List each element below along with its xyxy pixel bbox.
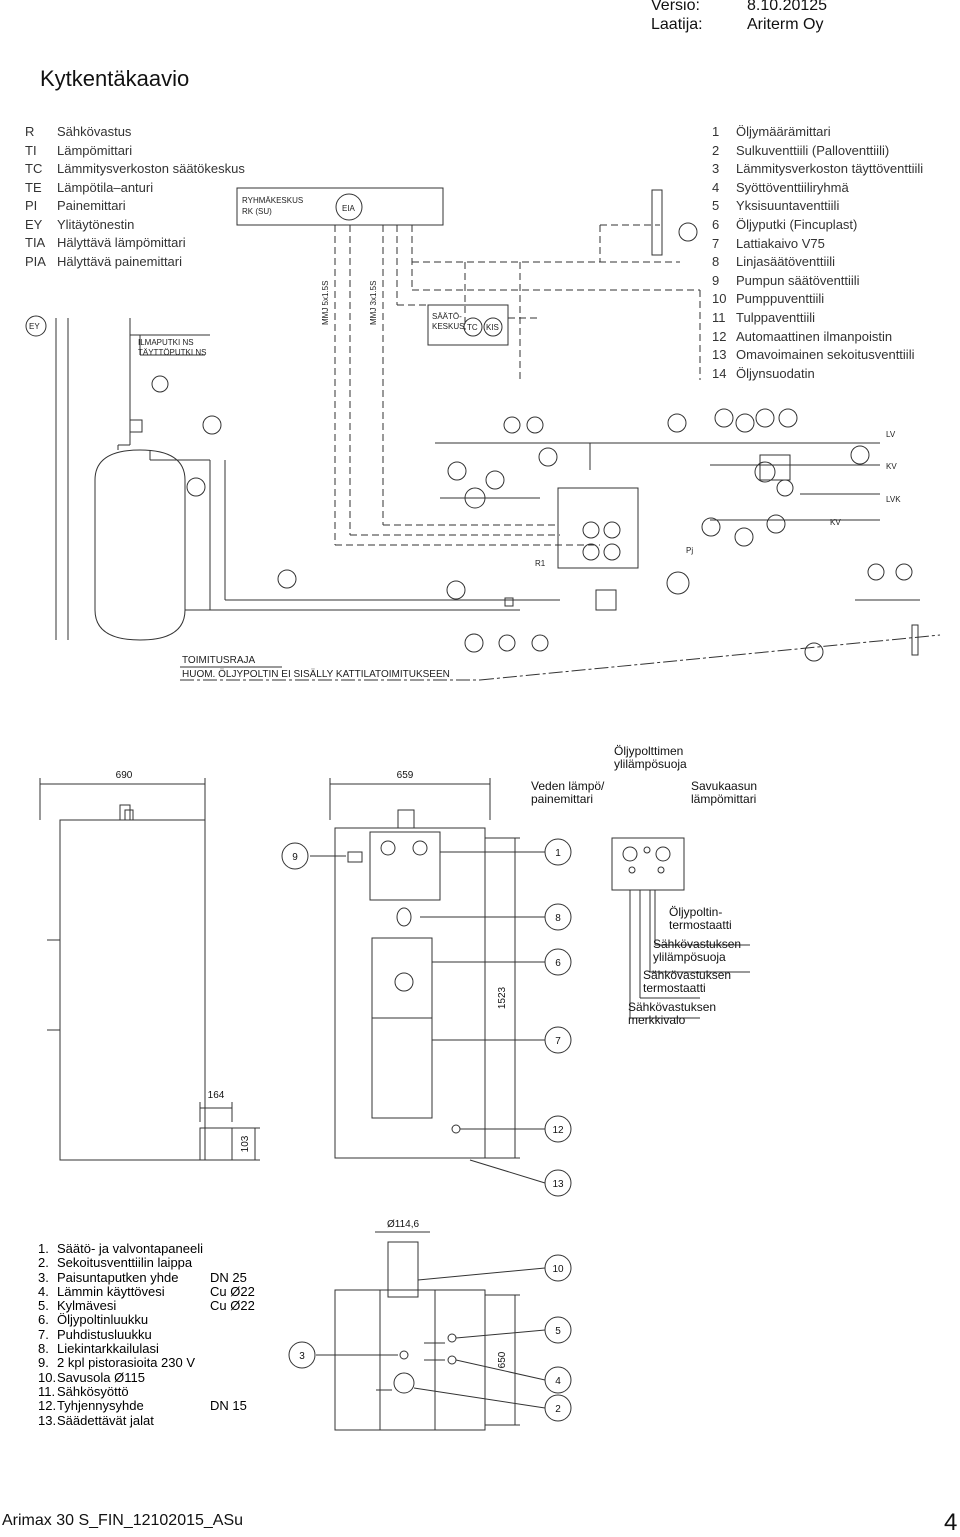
group-center-label: RYHMÄKESKUS <box>242 196 303 205</box>
author-label: Laatija: <box>651 16 703 33</box>
control-center-sublabel: KESKUS <box>432 322 464 331</box>
list-item: 9.2 kpl pistorasioita 230 V <box>38 1355 196 1371</box>
page-number: 4 <box>944 1509 958 1536</box>
kv2-label: KV <box>830 518 841 527</box>
version-label: Versio: <box>651 0 700 14</box>
heater-overheat-callout: Sähkövastuksen ylilämpösuoja <box>653 937 742 964</box>
pj-label: Pj <box>686 546 693 555</box>
control-center-label: SÄÄTÖ- <box>432 312 462 321</box>
kv-label: KV <box>886 462 897 471</box>
list-item: 13.Säädettävät jalat <box>38 1412 154 1428</box>
side-view-drawing: 690 659 164 103 1523 9 1 8 6 7 12 13 <box>39 770 750 1197</box>
dim-114: Ø114,6 <box>387 1219 419 1230</box>
marker-12: 12 <box>552 1125 564 1136</box>
parts-list: 1.Säätö- ja valvontapaneeli 2.Sekoitusve… <box>38 1241 268 1428</box>
dim-690: 690 <box>116 770 133 781</box>
delivery-limit-label: TOIMITUSRAJA <box>182 655 255 666</box>
ey-label: EY <box>29 322 40 331</box>
fill-pipe-label: TÄYTTÖPUTKI NS <box>138 348 206 357</box>
marker-8: 8 <box>555 913 561 924</box>
marker-2: 2 <box>555 1404 561 1415</box>
marker-4: 4 <box>555 1376 561 1387</box>
marker-5: 5 <box>555 1326 561 1337</box>
heater-indicator-callout: Sähkövastuksen merkkivalo <box>628 1000 717 1027</box>
tc-label: TC <box>467 323 478 332</box>
list-item: 2.Sekoitusventtiilin laippa <box>38 1255 193 1271</box>
dim-659: 659 <box>397 770 414 781</box>
list-item: 1.Säätö- ja valvontapaneeli <box>38 1241 203 1256</box>
marker-7: 7 <box>555 1036 561 1047</box>
eia-label: EIA <box>342 204 356 213</box>
list-item: 10.Savusola Ø115 <box>38 1369 145 1385</box>
heater-thermostat-callout: Sähkövastuksen termostaatti <box>643 968 732 995</box>
r1-label: R1 <box>535 559 546 568</box>
burner-overheat-callout: Öljypolttimen ylilämpösuoja <box>614 744 687 771</box>
marker-13: 13 <box>552 1179 564 1190</box>
dim-164: 164 <box>208 1090 225 1101</box>
lvk-label: LVK <box>886 495 901 504</box>
cable-label-2: MMJ 3x1.5S <box>369 281 378 325</box>
marker-9: 9 <box>292 852 298 863</box>
dim-1523: 1523 <box>497 986 508 1009</box>
group-center-sublabel: RK (SU) <box>242 207 272 216</box>
dim-103: 103 <box>240 1135 251 1152</box>
marker-1: 1 <box>555 848 561 859</box>
page-title: Kytkentäkaavio <box>40 66 190 91</box>
list-item: 8.Liekintarkkailulasi <box>38 1341 159 1357</box>
water-gauge-callout: Veden lämpö/ painemittari <box>531 779 605 806</box>
list-item: 7.Puhdistusluukku <box>38 1326 152 1342</box>
kis-label: KIS <box>486 323 499 332</box>
marker-6: 6 <box>555 958 561 969</box>
top-view-drawing: Ø114,6 650 3 10 5 4 2 <box>288 1219 572 1431</box>
lv-label: LV <box>886 430 896 439</box>
flue-gas-callout: Savukaasun lämpömittari <box>691 779 758 806</box>
cable-label-1: MMJ 5x1.5S <box>321 281 330 325</box>
burner-thermostat-callout: Öljypoltin- termostaatti <box>669 905 732 932</box>
list-item: 6.Öljypoltinluukku <box>38 1312 149 1328</box>
document-id: Arimax 30 S_FIN_12102015_ASu <box>2 1512 244 1529</box>
list-item: 11.Sähkösyöttö <box>38 1383 129 1399</box>
version-value: 8.10.20125 <box>747 0 828 14</box>
marker-10: 10 <box>552 1264 564 1275</box>
burner-note: HUOM. ÖLJYPOLTIN EI SISÄLLY KATTILATOIMI… <box>182 668 450 680</box>
air-pipe-label: ILMAPUTKI NS <box>138 338 194 347</box>
piping-schematic: RYHMÄKESKUS RK (SU) EIA SÄÄTÖ- KESKUS TC… <box>25 187 941 681</box>
author-value: Ariterm Oy <box>747 16 824 33</box>
marker-3: 3 <box>299 1351 305 1362</box>
dim-650: 650 <box>497 1351 508 1368</box>
